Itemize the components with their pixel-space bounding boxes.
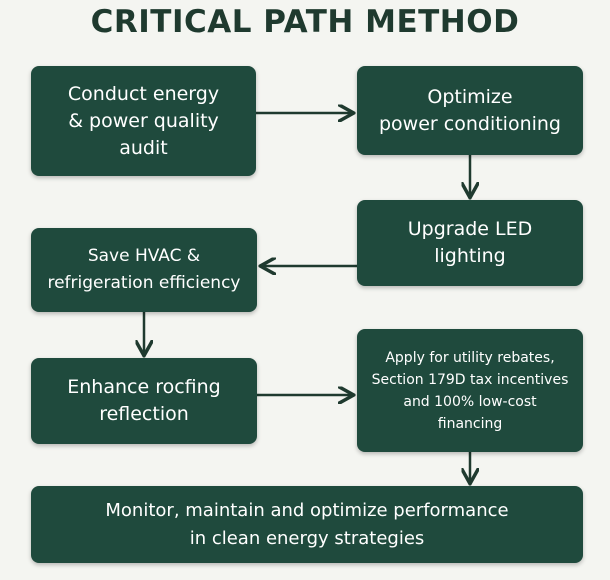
page-title: CRITICAL PATH METHOD (90, 4, 520, 40)
step-hvac-efficiency: Save HVAC & refrigeration efficiency (31, 228, 257, 312)
step-power-conditioning: Optimize power conditioning (357, 66, 583, 155)
step-roofing-reflection-label: Enhance rocfing reflection (67, 376, 221, 425)
step-led-lighting-label: Upgrade LED lighting (407, 218, 533, 267)
step-rebates-incentives: Apply for utility rebates, Section 179D … (357, 329, 583, 452)
step-rebates-incentives-label: Apply for utility rebates, Section 179D … (371, 349, 569, 432)
step-power-conditioning-label: Optimize power conditioning (379, 85, 561, 135)
step-monitor-optimize-label: Monitor, maintain and optimize performan… (105, 499, 509, 549)
step-energy-audit: Conduct energy & power quality audit (31, 66, 256, 176)
step-roofing-reflection: Enhance rocfing reflection (31, 358, 257, 444)
step-energy-audit-label: Conduct energy & power quality audit (67, 82, 220, 159)
step-led-lighting: Upgrade LED lighting (357, 200, 583, 286)
step-monitor-optimize: Monitor, maintain and optimize performan… (31, 486, 583, 563)
step-hvac-efficiency-label: Save HVAC & refrigeration efficiency (47, 246, 241, 293)
